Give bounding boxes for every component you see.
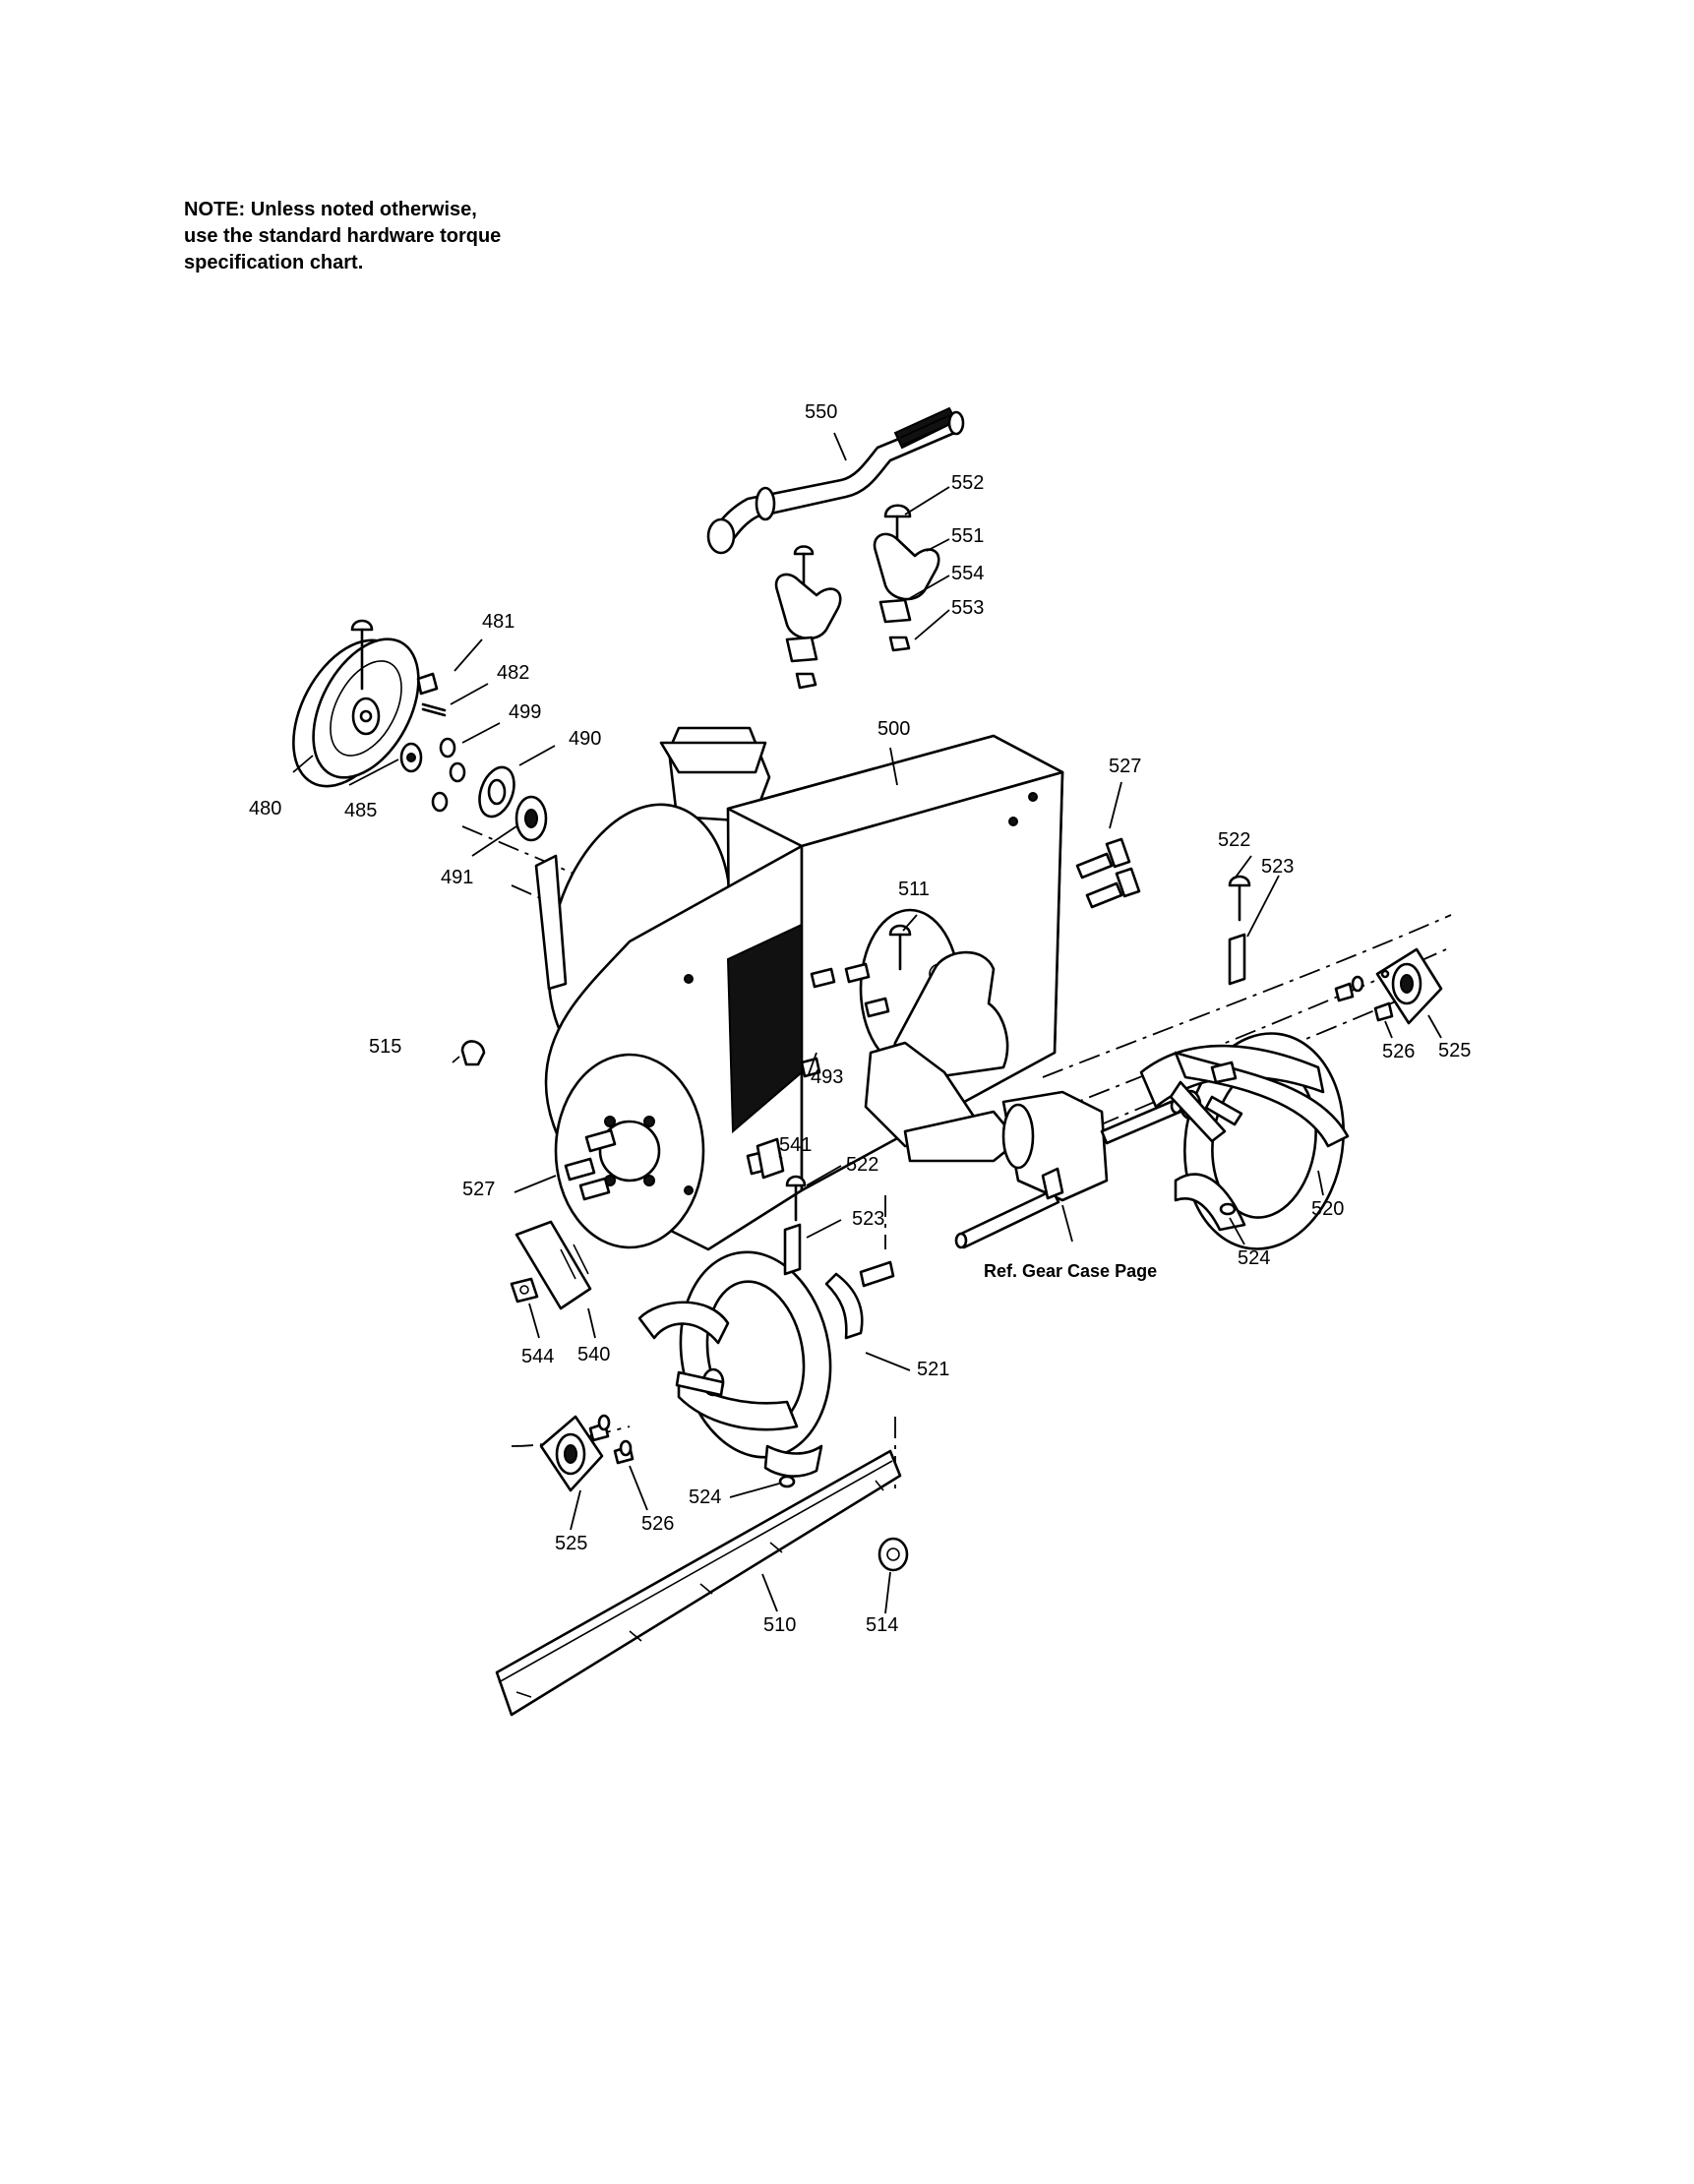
label-511: 511 [898, 879, 930, 900]
label-482: 482 [497, 662, 529, 684]
bearing-flange-left [539, 1414, 635, 1492]
ref-gear-case-note: Ref. Gear Case Page [984, 1261, 1157, 1281]
label-554: 554 [951, 563, 984, 584]
right-auger [1139, 875, 1350, 1250]
label-493: 493 [811, 1066, 843, 1088]
leader-lines [292, 432, 1442, 1614]
left-auger [637, 1175, 895, 1488]
label-480: 480 [249, 798, 281, 819]
label-514: 514 [866, 1614, 898, 1636]
chute-crank-rod [706, 406, 965, 555]
label-526-right: 526 [1382, 1041, 1415, 1062]
torque-note-line-1: NOTE: Unless noted otherwise, [184, 199, 477, 220]
bearing-flange-right [1334, 947, 1443, 1025]
label-525-right: 525 [1438, 1040, 1471, 1062]
label-485: 485 [344, 800, 377, 821]
scraper-bar [495, 1449, 902, 1717]
torque-note-line-2: use the standard hardware torque [184, 225, 502, 247]
label-544: 544 [521, 1346, 554, 1367]
part-labels: 550 552 551 554 553 481 482 499 490 500 … [249, 401, 1471, 1636]
label-550: 550 [805, 401, 837, 423]
label-500: 500 [877, 718, 910, 740]
torque-note: NOTE: Unless noted otherwise, use the st… [184, 197, 597, 276]
skid-shoe-assembly [510, 1137, 785, 1310]
label-524-left: 524 [689, 1486, 721, 1508]
label-540: 540 [577, 1344, 610, 1365]
label-524-right: 524 [1238, 1247, 1270, 1269]
label-510: 510 [763, 1614, 796, 1636]
auger-pulley [292, 619, 420, 788]
label-541: 541 [779, 1134, 812, 1156]
label-551: 551 [951, 525, 984, 547]
label-499: 499 [509, 701, 541, 723]
label-491: 491 [441, 867, 473, 888]
label-553: 553 [951, 597, 984, 619]
label-520: 520 [1311, 1198, 1344, 1220]
housing-fitting [460, 1040, 486, 1066]
pulley-hardware [399, 672, 548, 842]
label-523-left: 523 [852, 1208, 884, 1230]
label-523-right: 523 [1261, 856, 1294, 878]
gear-case [864, 950, 1183, 1249]
housing-bolts [564, 837, 1141, 1201]
label-522-left: 522 [846, 1154, 878, 1176]
label-521: 521 [917, 1359, 949, 1380]
label-515: 515 [369, 1036, 401, 1058]
label-527-left: 527 [462, 1179, 495, 1200]
label-481: 481 [482, 611, 514, 633]
label-527-right: 527 [1109, 756, 1141, 777]
label-552: 552 [951, 472, 984, 494]
label-490: 490 [569, 728, 601, 750]
label-522-right: 522 [1218, 829, 1250, 851]
crank-bracket-right [873, 504, 940, 652]
shear-nut [877, 1537, 909, 1572]
torque-note-line-3: specification chart. [184, 252, 364, 273]
label-526-left: 526 [641, 1513, 674, 1535]
crank-bracket-left [774, 545, 842, 690]
label-525-left: 525 [555, 1533, 587, 1554]
